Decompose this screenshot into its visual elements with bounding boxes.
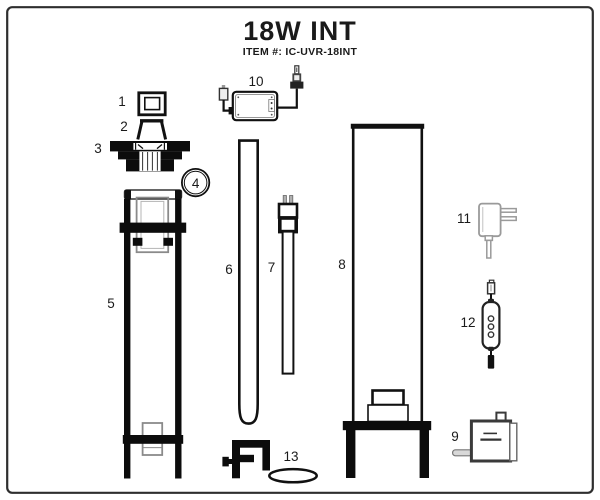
part-1-figure [137,91,167,117]
part-1-label: 1 [118,94,126,109]
part-6-figure [238,139,259,425]
diagram-header: 18W INT ITEM #: IC-UVR-18INT [0,16,600,59]
part-8-figure [342,123,432,478]
part-11-label: 11 [457,211,471,226]
part-5-label: 5 [107,296,115,311]
part-11-figure [478,202,517,259]
part-4-figure [181,168,211,198]
part-8-label: 8 [338,257,346,272]
part-7-figure [277,195,299,375]
part-5-figure [119,189,187,479]
border-frame [6,6,594,494]
part-10-figure [218,65,304,122]
diagram-subtitle: ITEM #: IC-UVR-18INT [242,46,358,58]
part-3-figure [110,141,190,172]
part-10-label: 10 [248,74,263,89]
part-2-label: 2 [120,119,128,134]
part-12-label: 12 [460,315,475,330]
part-9-label: 9 [451,429,459,444]
part-12-figure [481,279,501,369]
part-13-figure [222,440,318,484]
part-6-label: 6 [225,262,233,277]
part-9-figure [452,411,518,463]
part-4-label: 4 [192,176,200,191]
part-13-label: 13 [283,449,298,464]
part-3-label: 3 [94,141,102,156]
diagram-title: 18W INT [243,16,357,46]
part-7-label: 7 [268,260,276,275]
part-2-figure [136,119,168,140]
